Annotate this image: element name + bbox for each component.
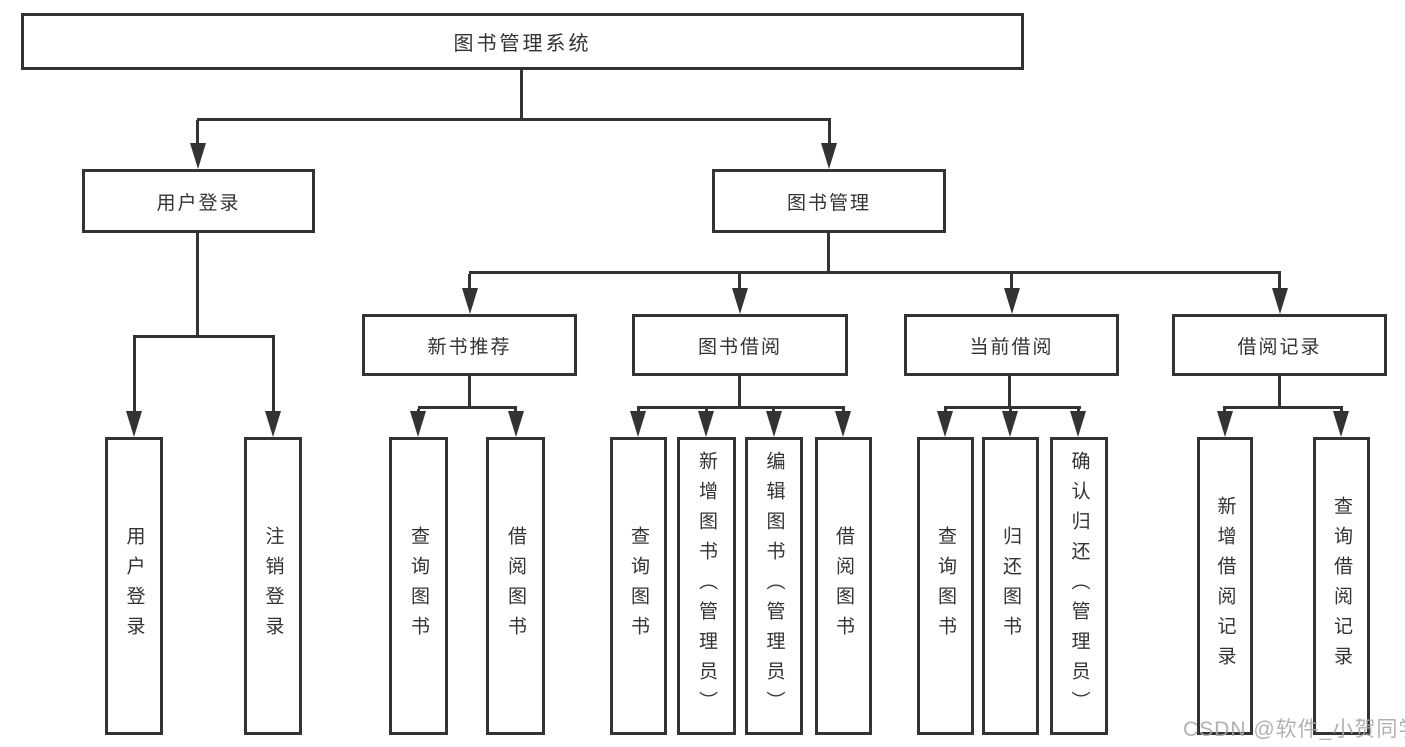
- connector-line: [196, 233, 199, 338]
- connector-line: [469, 271, 1281, 274]
- connector-line: [827, 233, 830, 274]
- connector-line: [133, 338, 136, 412]
- arrow-down-icon: [630, 411, 646, 437]
- leaf-add-books-admin: 新增图书（管理员）: [677, 437, 736, 735]
- arrow-down-icon: [1217, 411, 1233, 437]
- connector-line: [1223, 406, 1343, 409]
- leaf-query-books-recommend: 查询图书: [389, 437, 448, 735]
- node-label: 用户登录: [156, 192, 241, 214]
- node-label: 新书推荐: [427, 336, 512, 358]
- arrow-down-icon: [821, 143, 837, 169]
- leaf-label: 确认归还（管理员）: [1068, 451, 1090, 721]
- leaf-borrow-books: 借阅图书: [815, 437, 872, 735]
- leaf-label: 新增借阅记录: [1214, 496, 1236, 676]
- arrow-down-icon: [1004, 288, 1020, 314]
- arrow-down-icon: [732, 288, 748, 314]
- arrow-down-icon: [1333, 411, 1349, 437]
- node-label: 图书管理: [786, 192, 871, 214]
- node-current-borrow: 当前借阅: [904, 314, 1119, 376]
- leaf-add-borrow-record: 新增借阅记录: [1197, 437, 1253, 735]
- connector-line: [520, 69, 523, 120]
- connector-line: [196, 120, 199, 145]
- leaf-query-books-borrow: 查询图书: [610, 437, 667, 735]
- connector-line: [738, 376, 741, 409]
- leaf-borrow-books-recommend: 借阅图书: [486, 437, 545, 735]
- leaf-label: 借阅图书: [505, 526, 526, 646]
- leaf-return-books: 归还图书: [982, 437, 1039, 735]
- leaf-label: 注销登录: [262, 526, 284, 646]
- leaf-label: 查询图书: [935, 526, 956, 646]
- connector-line: [944, 406, 1081, 409]
- connector-line: [637, 406, 845, 409]
- connector-line: [1278, 376, 1281, 409]
- leaf-query-borrow-record: 查询借阅记录: [1313, 437, 1370, 735]
- node-user-login-branch: 用户登录: [82, 169, 315, 233]
- arrow-down-icon: [410, 411, 426, 437]
- connector-line: [468, 376, 471, 409]
- arrow-down-icon: [265, 411, 281, 437]
- connector-line: [197, 118, 831, 121]
- connector-line: [828, 120, 831, 145]
- csdn-watermark: CSDN @软件_小贺同学: [1183, 718, 1405, 741]
- connector-line: [1278, 274, 1281, 290]
- node-borrow-records: 借阅记录: [1172, 314, 1387, 376]
- node-label: 图书管理系统: [453, 33, 592, 55]
- connector-line: [1010, 274, 1013, 290]
- arrow-down-icon: [698, 411, 714, 437]
- leaf-label: 新增图书（管理员）: [696, 451, 717, 721]
- arrow-down-icon: [1272, 288, 1288, 314]
- leaf-confirm-return-admin: 确认归还（管理员）: [1050, 437, 1108, 735]
- arrow-down-icon: [126, 411, 142, 437]
- connector-line: [468, 274, 471, 290]
- connector-line: [1008, 376, 1011, 409]
- node-label: 当前借阅: [969, 336, 1054, 358]
- arrow-down-icon: [462, 288, 478, 314]
- leaf-query-books-current: 查询图书: [917, 437, 974, 735]
- arrow-down-icon: [508, 411, 524, 437]
- node-label: 图书借阅: [697, 336, 782, 358]
- arrow-down-icon: [937, 411, 953, 437]
- leaf-label: 查询借阅记录: [1331, 496, 1352, 676]
- leaf-user-login: 用户登录: [105, 437, 163, 735]
- leaf-label: 归还图书: [1000, 526, 1021, 646]
- arrow-down-icon: [190, 143, 206, 169]
- connector-line: [738, 274, 741, 290]
- leaf-label: 查询图书: [628, 526, 649, 646]
- leaf-label: 借阅图书: [833, 526, 854, 646]
- arrow-down-icon: [1002, 411, 1018, 437]
- connector-line: [133, 335, 275, 338]
- leaf-label: 用户登录: [123, 526, 145, 646]
- leaf-label: 编辑图书（管理员）: [763, 451, 785, 721]
- leaf-label: 查询图书: [408, 526, 429, 646]
- connector-line: [418, 406, 517, 409]
- node-label: 借阅记录: [1237, 336, 1322, 358]
- leaf-logout: 注销登录: [244, 437, 302, 735]
- node-book-management-branch: 图书管理: [712, 169, 946, 233]
- node-new-book-recommend: 新书推荐: [362, 314, 577, 376]
- arrow-down-icon: [1070, 411, 1086, 437]
- connector-line: [272, 338, 275, 412]
- node-root-system: 图书管理系统: [21, 13, 1024, 70]
- arrow-down-icon: [835, 411, 851, 437]
- leaf-edit-books-admin: 编辑图书（管理员）: [745, 437, 803, 735]
- arrow-down-icon: [766, 411, 782, 437]
- node-book-borrow: 图书借阅: [632, 314, 848, 376]
